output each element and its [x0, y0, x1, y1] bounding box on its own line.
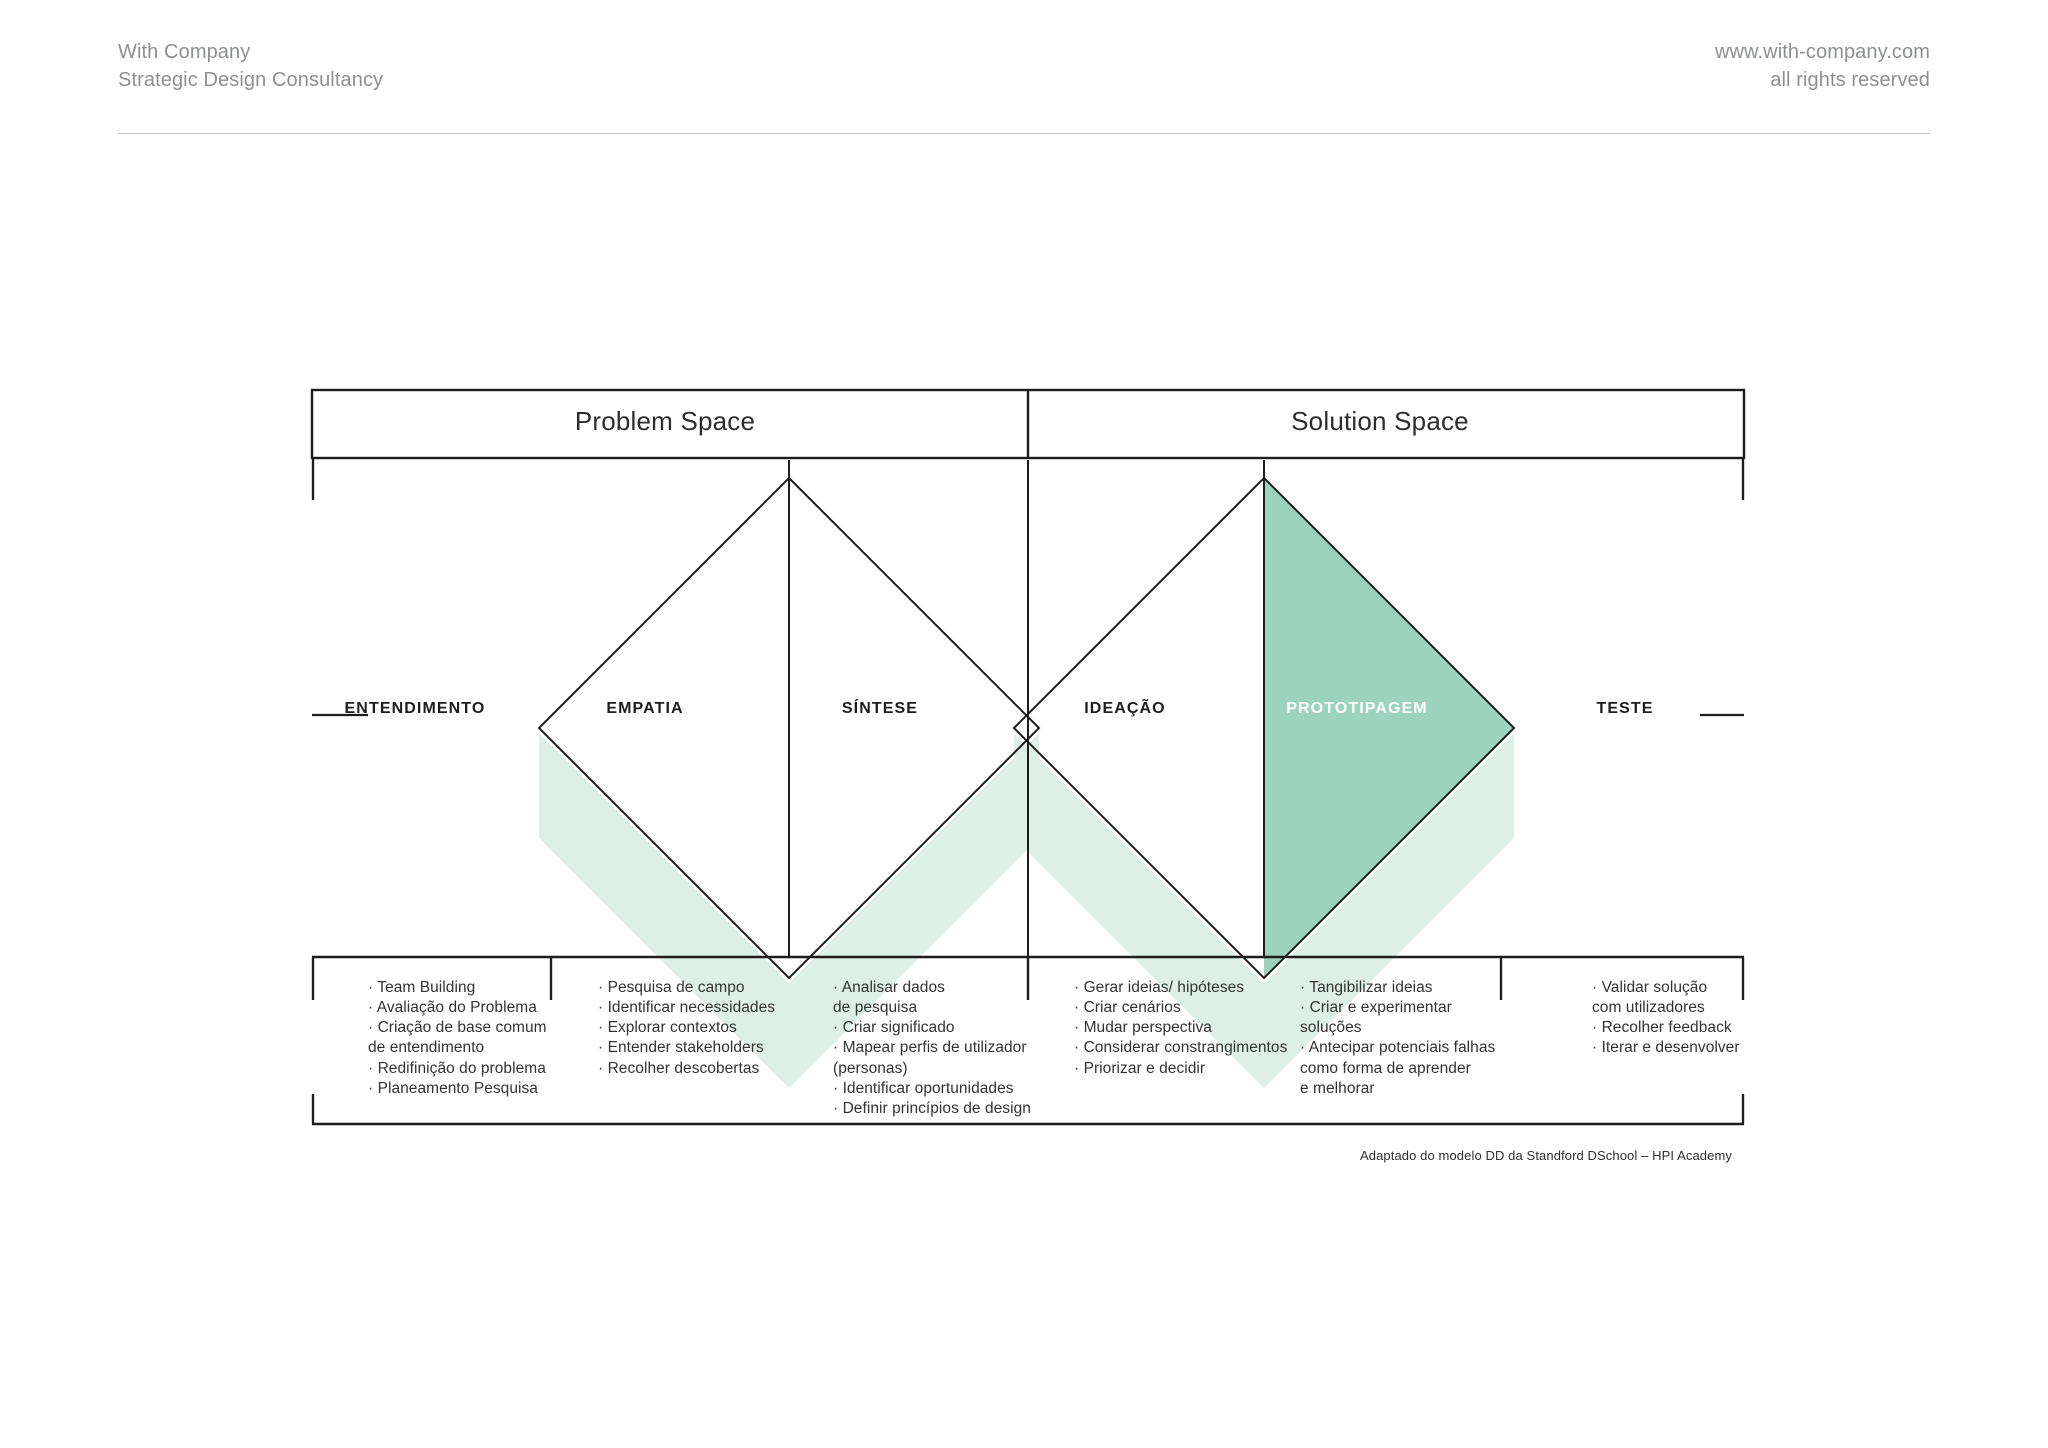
activities-prototipagem: · Tangibilizar ideias · Criar e experimen… [1300, 978, 1520, 1099]
activity-line: (personas) [833, 1059, 908, 1077]
bottom-bracket [311, 955, 1745, 1126]
activity-line: · Mudar perspectiva [1074, 1019, 1212, 1037]
activity-line: · Considerar constrangimentos [1074, 1039, 1288, 1057]
activity-line: · Iterar e desenvolver [1592, 1039, 1740, 1057]
activities-ideacao: · Gerar ideias/ hipóteses · Criar cenário… [1074, 978, 1289, 1079]
activity-line: · Mapear perfis de utilizador [833, 1039, 1027, 1057]
prototipagem-fill [1264, 478, 1514, 978]
activity-line: soluções [1300, 1019, 1362, 1037]
activity-line: · Definir princípios de design [833, 1099, 1031, 1117]
activity-line: · Criar e experimentar [1300, 999, 1452, 1017]
activity-line: · Team Building [368, 979, 476, 996]
diamond-discover-define [537, 476, 1041, 980]
chevron-band-left [539, 733, 1039, 1088]
phase-label-ideacao: IDEAÇÃO [1084, 700, 1166, 717]
activity-line: com utilizadores [1592, 999, 1705, 1017]
activity-line: · Recolher feedback [1592, 1019, 1732, 1037]
activity-line: · Explorar contextos [598, 1019, 737, 1037]
activity-line: de pesquisa [833, 999, 918, 1017]
activity-line: · Pesquisa de campo [598, 979, 745, 996]
activity-line: · Entender stakeholders [598, 1039, 764, 1057]
phase-label-sintese: SÍNTESE [841, 700, 919, 717]
phase-label-empatia: EMPATIA [606, 700, 684, 717]
activities-empatia: · Pesquisa de campo · Identificar necessi… [598, 978, 813, 1079]
space-header-ticks [311, 458, 1745, 500]
activity-line: · Analisar dados [833, 979, 945, 996]
activities-teste: · Validar solução com utilizadores · Recol… [1592, 978, 1792, 1059]
activities-entendimento: · Team Building · Avaliação do Problema · … [368, 978, 583, 1099]
diamond-develop-deliver [1012, 476, 1516, 980]
activity-line: · Avaliação do Problema [368, 999, 537, 1017]
activity-line: como forma de aprender [1300, 1059, 1471, 1077]
phase-label-teste: TESTE [1596, 700, 1654, 717]
space-label-problem: Problem Space [574, 406, 756, 436]
activity-line: e melhorar [1300, 1079, 1375, 1097]
activity-line: de entendimento [368, 1039, 485, 1057]
phase-label-entendimento: ENTENDIMENTO [344, 700, 486, 717]
activity-line: · Identificar oportunidades [833, 1079, 1014, 1097]
activity-line: · Criar significado [833, 1019, 955, 1037]
activity-line: · Criação de base comum [368, 1019, 547, 1037]
activity-line: · Antecipar potenciais falhas [1300, 1039, 1496, 1057]
brand-identity: With Company Strategic Design Consultanc… [118, 41, 384, 92]
activity-line: · Recolher descobertas [598, 1059, 760, 1077]
activity-line: · Gerar ideias/ hipóteses [1074, 979, 1245, 996]
activity-line: · Identificar necessidades [598, 999, 776, 1017]
activity-line: · Priorizar e decidir [1074, 1059, 1206, 1077]
phase-label-prototipagem: PROTOTIPAGEM [1286, 700, 1428, 717]
accent-chevron-bands [539, 733, 1514, 1088]
activity-line: · Validar solução [1592, 979, 1708, 996]
space-header-bracket [310, 388, 1746, 460]
activity-line: · Planeamento Pesquisa [368, 1079, 538, 1097]
attribution-note: Adaptado do modelo DD da Standford DScho… [1360, 1148, 1732, 1163]
phase-separators [788, 460, 1265, 958]
site-credit: www.with-company.com all rights reserved [1714, 41, 1930, 92]
activity-line: · Tangibilizar ideias [1300, 979, 1433, 996]
activity-line: · Redifinição do problema [368, 1059, 546, 1077]
chevron-band-right [1014, 733, 1514, 1088]
space-label-solution: Solution Space [1291, 406, 1469, 436]
activity-line: · Criar cenários [1074, 999, 1181, 1017]
activities-sintese: · Analisar dados de pesquisa · Criar signi… [833, 978, 1058, 1119]
header-divider [118, 133, 1930, 134]
